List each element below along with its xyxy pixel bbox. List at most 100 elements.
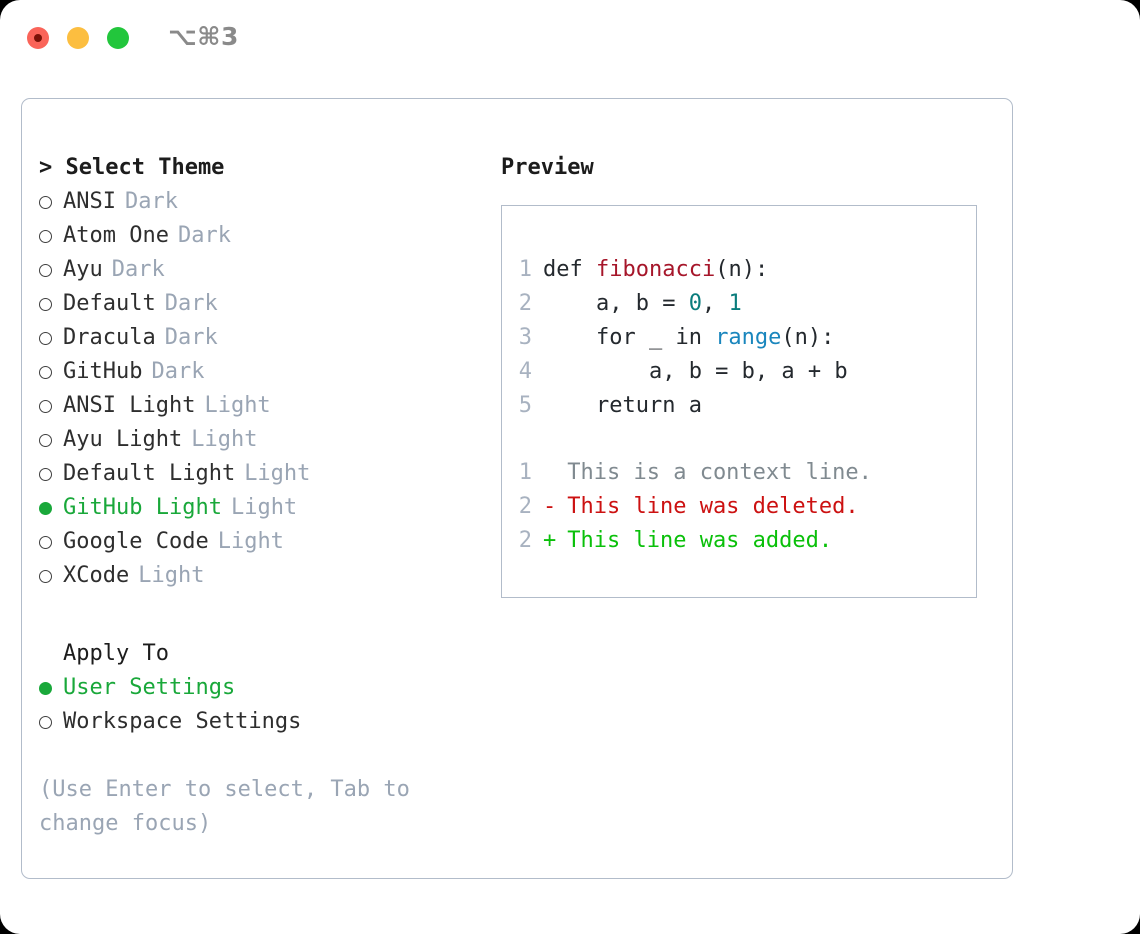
- theme-option-label: ANSI Light: [63, 393, 196, 418]
- code-token-plain: (n):: [715, 257, 769, 282]
- code-token-plain: def: [543, 257, 596, 282]
- theme-variant-tag: Light: [217, 529, 284, 554]
- theme-option-label: Dracula: [63, 325, 156, 350]
- radio-unselected-icon: [39, 535, 52, 549]
- theme-option-default-light[interactable]: Default Light Light: [39, 457, 479, 491]
- radio-unselected-icon: [39, 433, 52, 447]
- theme-variant-tag: Light: [230, 495, 298, 520]
- diff-line-number: 2: [518, 494, 532, 519]
- diff-line-number: 2: [518, 528, 532, 553]
- diff-line-ctx: 1 This is a context line.: [516, 456, 872, 490]
- theme-option-label: GitHub Light: [63, 495, 222, 520]
- theme-variant-tag: Dark: [151, 359, 205, 384]
- radio-unselected-icon: [39, 263, 52, 277]
- theme-variant-tag: Dark: [111, 257, 165, 282]
- diff-line-del: 2- This line was deleted.: [516, 490, 872, 524]
- code-line-number: 1: [518, 257, 532, 282]
- keyboard-hint: (Use Enter to select, Tab to change focu…: [39, 777, 410, 836]
- preview-title: Preview: [501, 155, 594, 180]
- code-line: 5 return a: [516, 389, 848, 423]
- diff-marker-icon: -: [543, 494, 557, 519]
- minimize-button[interactable]: [67, 27, 89, 49]
- code-line: 2 a, b = 0, 1: [516, 287, 848, 321]
- radio-unselected-icon: [39, 399, 52, 413]
- close-button[interactable]: [27, 27, 49, 49]
- diff-line-text: This line was deleted.: [554, 494, 859, 519]
- diff-line-number: 1: [518, 460, 532, 485]
- theme-option-label: ANSI: [63, 189, 116, 214]
- theme-option-ansi-light[interactable]: ANSI Light Light: [39, 389, 479, 423]
- theme-variant-tag: Light: [138, 563, 205, 588]
- diff-line-text: This line was added.: [554, 528, 833, 553]
- theme-variant-tag: Dark: [124, 189, 178, 214]
- apply-option-workspace-settings[interactable]: Workspace Settings: [39, 705, 479, 739]
- code-token-plain: a, b = b, a + b: [543, 359, 848, 384]
- theme-option-atom-one[interactable]: Atom One Dark: [39, 219, 479, 253]
- radio-unselected-icon: [39, 365, 52, 379]
- theme-option-ayu-light[interactable]: Ayu Light Light: [39, 423, 479, 457]
- theme-option-xcode[interactable]: XCode Light: [39, 559, 479, 593]
- radio-unselected-icon: [39, 195, 52, 209]
- theme-variant-tag: Dark: [164, 325, 218, 350]
- code-token-num: 1: [728, 291, 742, 316]
- code-token-fn: fibonacci: [595, 257, 716, 282]
- theme-variant-tag: Dark: [177, 223, 231, 248]
- radio-unselected-icon: [39, 229, 52, 243]
- theme-option-label: Default Light: [63, 461, 236, 486]
- code-line: 3 for _ in range(n):: [516, 321, 848, 355]
- theme-option-label: XCode: [63, 563, 130, 588]
- code-line-number: 3: [518, 325, 532, 350]
- code-line: 1 def fibonacci(n):: [516, 253, 848, 287]
- theme-option-label: Google Code: [63, 529, 209, 554]
- apply-option-label: User Settings: [63, 675, 236, 700]
- theme-option-label: Ayu: [63, 257, 103, 282]
- diff-sample: 1 This is a context line.2- This line wa…: [516, 456, 872, 558]
- diff-line-text: This is a context line.: [554, 460, 872, 485]
- apply-option-label: Workspace Settings: [63, 709, 302, 734]
- apply-to-title: Apply To: [63, 641, 169, 666]
- theme-variant-tag: Dark: [164, 291, 218, 316]
- theme-option-dracula[interactable]: Dracula Dark: [39, 321, 479, 355]
- code-line-number: 4: [518, 359, 532, 384]
- code-token-blue: range: [715, 325, 782, 350]
- theme-option-ayu[interactable]: Ayu Dark: [39, 253, 479, 287]
- code-token-plain: (n):: [781, 325, 835, 350]
- theme-variant-tag: Light: [191, 427, 258, 452]
- theme-option-label: Atom One: [63, 223, 169, 248]
- radio-unselected-icon: [39, 715, 52, 729]
- code-token-plain: a, b =: [543, 291, 689, 316]
- code-line: 4 a, b = b, a + b: [516, 355, 848, 389]
- close-icon: [34, 34, 42, 42]
- code-token-plain: for _ in: [543, 325, 716, 350]
- theme-option-google-code[interactable]: Google Code Light: [39, 525, 479, 559]
- radio-unselected-icon: [39, 331, 52, 345]
- radio-selected-icon: [39, 681, 52, 695]
- code-token-plain: ,: [701, 291, 729, 316]
- code-line-number: 2: [518, 291, 532, 316]
- code-line-number: 5: [518, 393, 532, 418]
- theme-option-ansi[interactable]: ANSI Dark: [39, 185, 479, 219]
- title-bar: ⌥⌘3: [0, 0, 1140, 78]
- radio-unselected-icon: [39, 569, 52, 583]
- diff-marker-icon: +: [543, 528, 557, 553]
- code-token-plain: return a: [543, 393, 702, 418]
- theme-option-label: Ayu Light: [63, 427, 183, 452]
- theme-list-title: > Select Theme: [39, 155, 225, 180]
- theme-variant-tag: Light: [244, 461, 311, 486]
- apply-option-user-settings[interactable]: User Settings: [39, 671, 479, 705]
- diff-marker-icon: [543, 456, 554, 490]
- theme-option-github-light[interactable]: GitHub Light Light: [39, 491, 479, 525]
- maximize-button[interactable]: [107, 27, 129, 49]
- code-token-num: 0: [688, 291, 702, 316]
- theme-variant-tag: Light: [204, 393, 271, 418]
- radio-selected-icon: [39, 501, 52, 515]
